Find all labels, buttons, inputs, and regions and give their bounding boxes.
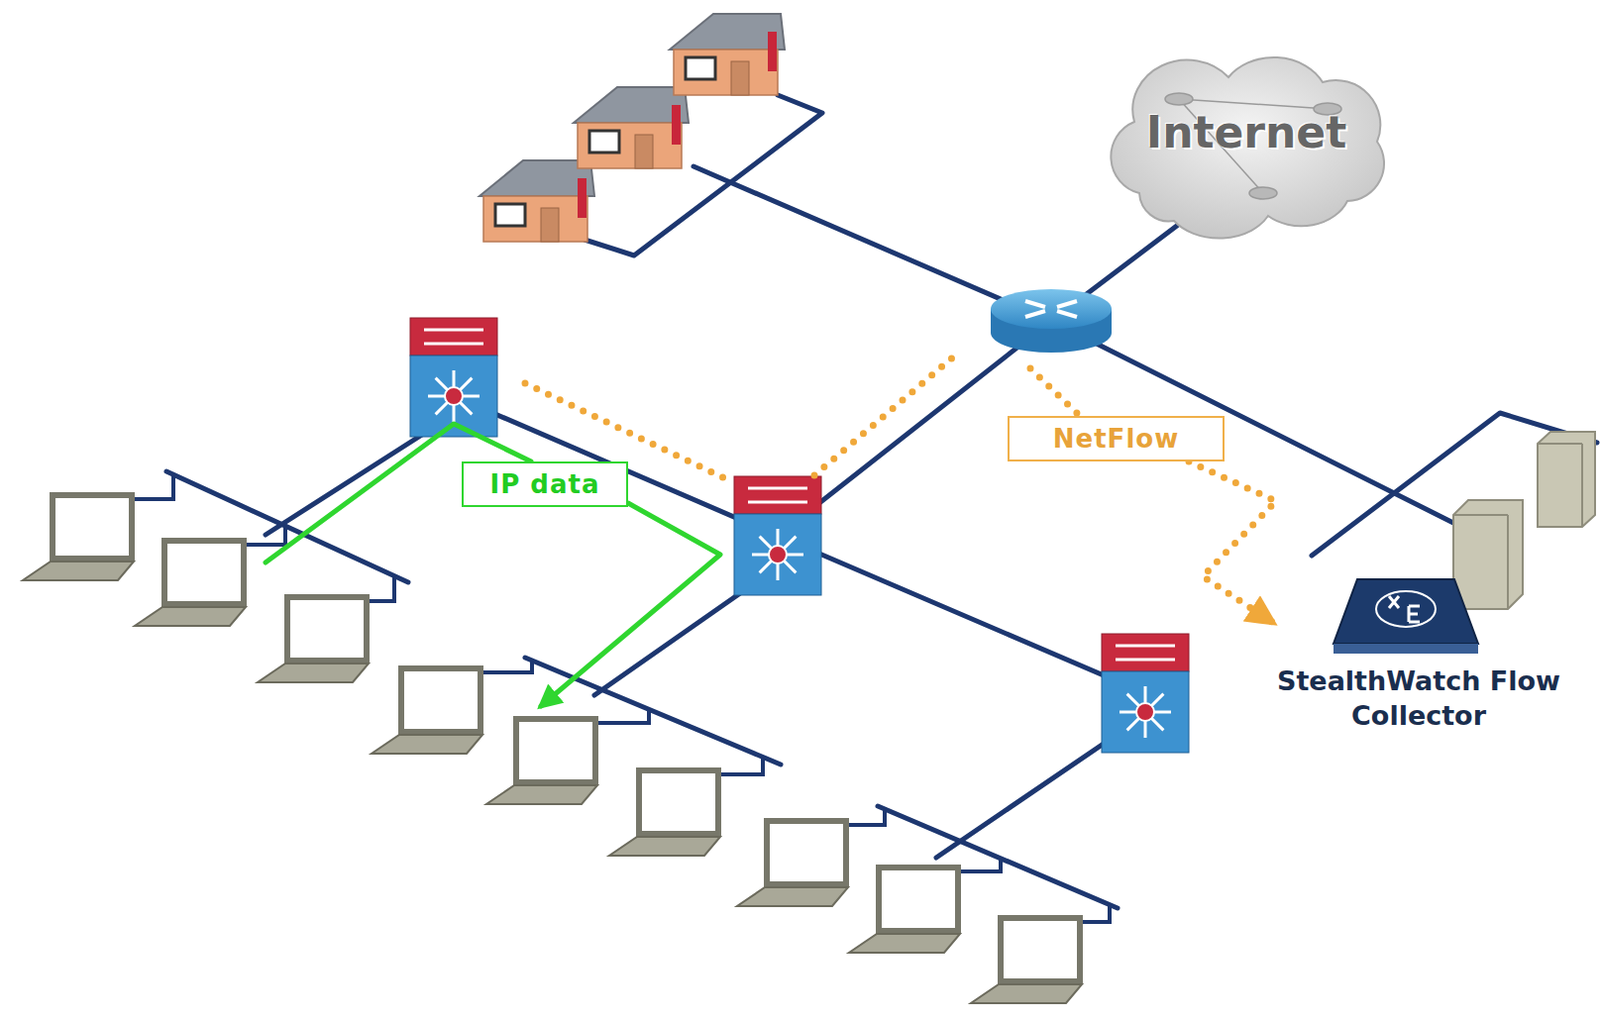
- netflow-connector: [1188, 461, 1277, 625]
- label-box: NetFlow: [1007, 416, 1225, 462]
- cloud-label: Internet: [1132, 106, 1361, 158]
- flow-label: IP data: [477, 469, 613, 500]
- home-office-houses: [479, 13, 785, 242]
- flow-label: NetFlow: [1023, 424, 1209, 454]
- device-node: StealthWatch Flow Collector: [1275, 576, 1563, 734]
- device-label: StealthWatch Flow Collector: [1275, 663, 1563, 734]
- label-box: IP data: [461, 461, 629, 508]
- flow-collector-appliance: [1333, 579, 1479, 654]
- network-links: [166, 95, 1598, 909]
- laptop-hosts: [22, 474, 1110, 1004]
- ip-data-path: [265, 424, 721, 707]
- core-router: [990, 289, 1112, 353]
- servers: [1453, 431, 1596, 610]
- layer3-switches: [410, 318, 1189, 753]
- internet-cloud: [1110, 57, 1385, 239]
- cloud-node: Internet: [1132, 106, 1361, 158]
